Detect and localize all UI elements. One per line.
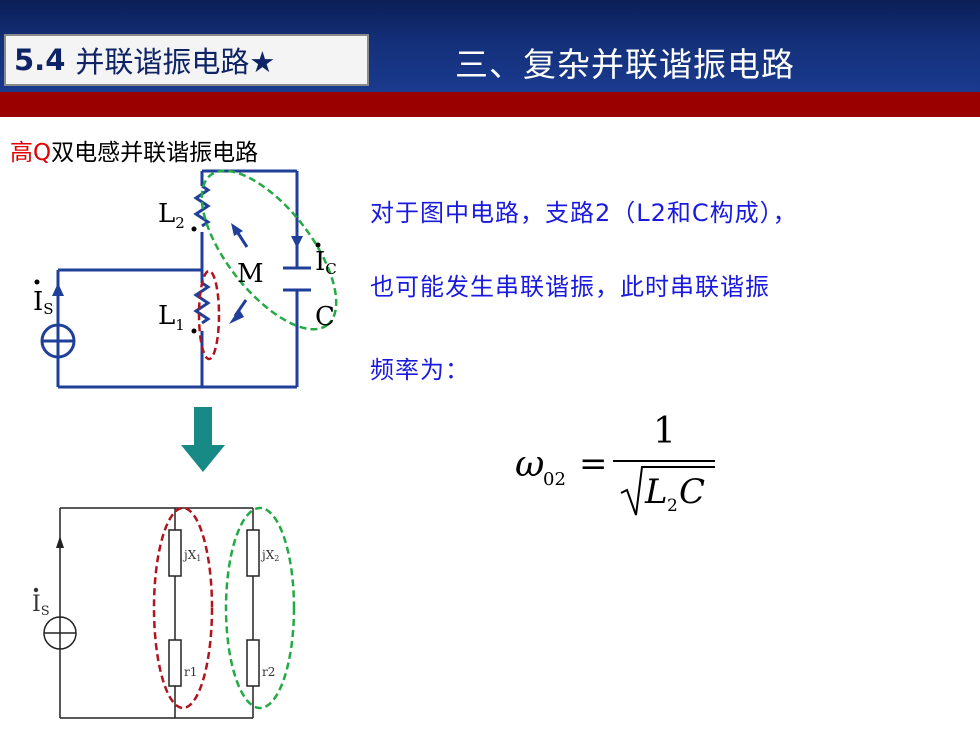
inductor-1-label: L1 xyxy=(158,301,185,334)
polarity-dot xyxy=(191,328,197,334)
inductor-2-label: L2 xyxy=(158,199,185,232)
omega-subscript: 02 xyxy=(543,469,566,490)
resonance-formula: ω 02 = 1 L 2 C xyxy=(515,411,715,516)
reactance-1-label: jX1 xyxy=(182,548,201,563)
phasor-dot xyxy=(34,279,40,285)
phasor-dot xyxy=(315,242,321,248)
sqrt-sign xyxy=(620,466,715,516)
denominator-L: L xyxy=(644,472,668,512)
capacitor-current-label: IC xyxy=(315,247,337,278)
slide-title: 三、复杂并联谐振电路 xyxy=(455,45,795,84)
source-current-label: IS xyxy=(32,592,50,619)
numerator: 1 xyxy=(653,411,676,452)
section-label: 5.4 并联谐振电路★ xyxy=(4,34,369,86)
source-current-label: IS xyxy=(33,287,54,318)
equals-sign: = xyxy=(579,444,608,484)
description-line-2: 也可能发生串联谐振，此时串联谐振 xyxy=(370,273,770,301)
resistor-1-label: r1 xyxy=(184,665,197,679)
subtitle-highlight: 高Q xyxy=(10,140,52,166)
section-number: 5.4 xyxy=(14,43,66,77)
reactance-2-label: jX2 xyxy=(260,548,279,563)
omega-symbol: ω xyxy=(515,444,544,485)
denominator-C: C xyxy=(679,472,705,512)
polarity-dot xyxy=(191,226,197,232)
description-line-1: 对于图中电路，支路2（L2和C构成）， xyxy=(370,199,798,227)
capacitor-label: C xyxy=(315,302,335,332)
red-divider-bar xyxy=(0,92,980,117)
down-arrow-icon xyxy=(181,407,225,472)
section-title: 并联谐振电路★ xyxy=(75,45,276,79)
denominator-sub: 2 xyxy=(667,496,678,516)
subtitle-text: 双电感并联谐振电路 xyxy=(51,140,259,166)
resistor-2-label: r2 xyxy=(262,665,275,679)
mutual-inductance-label: M xyxy=(237,259,264,289)
description-line-3: 频率为： xyxy=(370,356,470,384)
phasor-dot xyxy=(33,587,39,593)
circuit-subtitle: 高Q双电感并联谐振电路 xyxy=(10,133,258,167)
